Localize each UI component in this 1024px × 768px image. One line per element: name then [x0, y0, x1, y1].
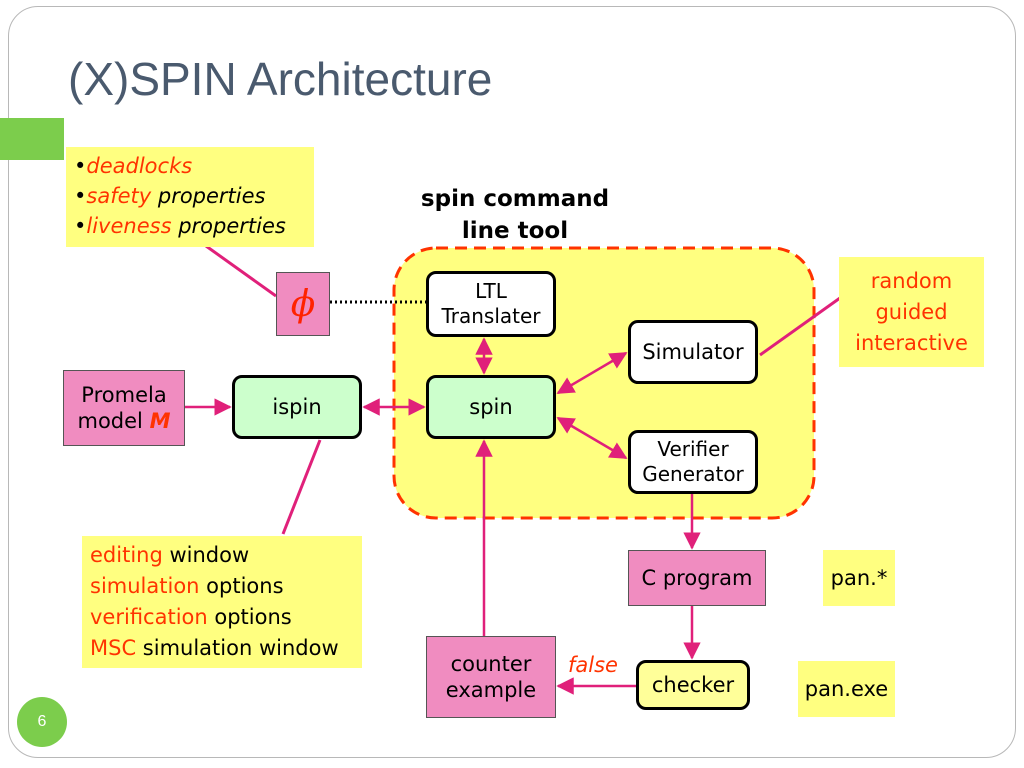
- slide-frame: [8, 6, 1016, 758]
- ltl-translater-box: LTL Translater: [426, 271, 556, 337]
- counter-example-box: counter example: [426, 636, 556, 718]
- c-program-box: C program: [628, 550, 766, 606]
- spin-verifier-arrow: [556, 416, 628, 460]
- feature-item: simulation options: [90, 574, 284, 598]
- simulator-box: Simulator: [628, 320, 758, 384]
- slide-title: (X)SPIN Architecture: [68, 53, 493, 105]
- phi-formula-box: ϕ: [276, 272, 330, 336]
- simulation-modes-note: random guided interactive: [839, 257, 984, 367]
- false-label: false: [568, 653, 618, 677]
- phi-to-properties-line: [205, 244, 277, 298]
- properties-item: •deadlocks: [74, 154, 193, 178]
- spin-simulator-arrow: [556, 351, 628, 395]
- properties-item: •liveness properties: [74, 214, 286, 238]
- ispin-box: ispin: [232, 375, 362, 439]
- pan-exe-note: pan.exe: [798, 661, 895, 717]
- spin-box: spin: [426, 375, 556, 439]
- feature-item: verification options: [90, 605, 292, 629]
- page-number-badge: 6: [17, 697, 67, 747]
- verifier-generator-box: Verifier Generator: [628, 430, 758, 494]
- properties-note: •deadlocks •safety properties •liveness …: [66, 147, 314, 247]
- pan-source-note: pan.*: [823, 550, 895, 606]
- feature-item: editing window: [90, 543, 250, 567]
- feature-item: MSC simulation window: [90, 636, 339, 660]
- phi-symbol: ϕ: [290, 283, 316, 325]
- properties-item: •safety properties: [74, 184, 266, 208]
- ispin-to-note-line: [281, 439, 322, 535]
- ispin-features-note: editing window simulation options verifi…: [82, 536, 362, 668]
- spin-tool-label: spin command line tool: [420, 186, 610, 244]
- promela-model-box: Promela model M: [63, 370, 185, 446]
- accent-bar: [0, 118, 64, 160]
- simulator-to-modes-line: [759, 296, 841, 357]
- checker-box: checker: [636, 660, 750, 710]
